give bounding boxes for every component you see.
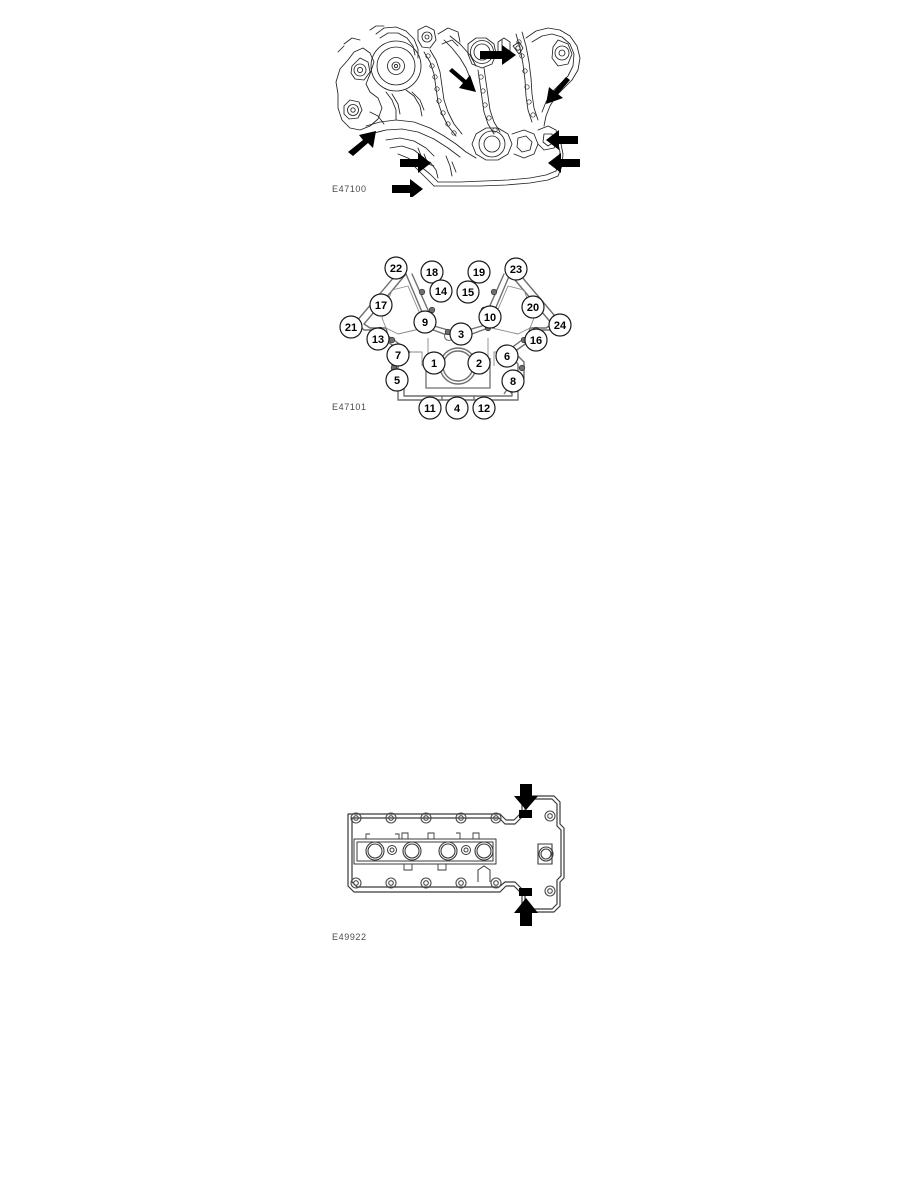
callout-16: 16 <box>524 328 548 352</box>
figure-engine-front-timing-cover <box>330 22 590 197</box>
callout-21: 21 <box>339 315 363 339</box>
callout-label: 20 <box>527 302 539 314</box>
callout-label: 1 <box>431 358 437 370</box>
pointer-arrow-group <box>514 784 538 926</box>
callout-1: 1 <box>422 351 446 375</box>
callout-10: 10 <box>478 305 502 329</box>
callout-label: 22 <box>390 263 402 275</box>
callout-label: 21 <box>345 322 357 334</box>
pointer-arrow-8 <box>392 179 423 197</box>
callout-label: 3 <box>458 329 464 341</box>
callout-label: 18 <box>426 267 438 279</box>
pointer-arrow-bottom <box>514 898 538 926</box>
callout-label: 6 <box>504 351 510 363</box>
figure-caption-e49922: E49922 <box>332 932 367 942</box>
callout-label: 15 <box>462 287 474 299</box>
bolt-sequence-diagram: 22 18 19 23 14 <box>339 256 572 420</box>
callout-3: 3 <box>449 322 473 346</box>
callout-7: 7 <box>386 343 410 367</box>
callout-24: 24 <box>548 313 572 337</box>
callout-19: 19 <box>467 260 491 284</box>
pointer-arrow-6 <box>546 130 578 150</box>
callout-label: 16 <box>530 335 542 347</box>
callout-2: 2 <box>467 351 491 375</box>
figure-caption-e47100: E47100 <box>332 184 367 194</box>
locating-tab-top <box>519 810 532 818</box>
callout-label: 17 <box>375 300 387 312</box>
figure-caption-e47101: E47101 <box>332 402 367 412</box>
callout-13: 13 <box>366 327 390 351</box>
gasket-bolt-hole-group <box>350 810 556 897</box>
callout-label: 19 <box>473 267 485 279</box>
callout-label: 12 <box>478 403 490 415</box>
pointer-arrow-top <box>514 784 538 810</box>
callout-label: 8 <box>510 376 516 388</box>
pointer-arrow-5 <box>400 153 431 173</box>
callout-20: 20 <box>521 295 545 319</box>
figure-timing-cover-bolt-sequence: 22 18 19 23 14 <box>336 248 580 424</box>
callout-22: 22 <box>384 256 408 280</box>
valve-cover-diagram <box>347 784 565 926</box>
callout-label: 23 <box>510 264 522 276</box>
callout-9: 9 <box>413 310 437 334</box>
callout-23: 23 <box>504 257 528 281</box>
locating-tab-bottom <box>519 888 532 896</box>
callout-label: 11 <box>424 403 436 415</box>
callout-14: 14 <box>429 279 453 303</box>
callout-circles: 22 18 19 23 14 <box>339 256 572 420</box>
callout-label: 2 <box>476 358 482 370</box>
pointer-arrow-7 <box>548 153 580 173</box>
callout-5: 5 <box>385 368 409 392</box>
callout-label: 13 <box>372 334 384 346</box>
pointer-arrow-3 <box>546 77 570 104</box>
callout-label: 7 <box>395 350 401 362</box>
callout-18: 18 <box>420 260 444 284</box>
callout-8: 8 <box>501 369 525 393</box>
pointer-arrow-2 <box>449 68 476 92</box>
callout-15: 15 <box>456 280 480 304</box>
callout-label: 4 <box>454 403 461 415</box>
locating-tab-group <box>519 810 532 896</box>
callout-label: 5 <box>394 375 400 387</box>
callout-4: 4 <box>445 396 469 420</box>
figure-valve-cover-gasket <box>338 784 586 926</box>
callout-12: 12 <box>472 396 496 420</box>
callout-label: 24 <box>554 320 567 332</box>
callout-label: 10 <box>484 312 496 324</box>
callout-11: 11 <box>418 396 442 420</box>
callout-6: 6 <box>495 344 519 368</box>
engine-front-diagram <box>335 25 581 197</box>
pointer-arrow-group <box>348 45 580 197</box>
pointer-arrow-4 <box>348 131 376 156</box>
callout-17: 17 <box>369 293 393 317</box>
callout-label: 9 <box>422 317 428 329</box>
pointer-arrow-1 <box>480 45 516 65</box>
callout-label: 14 <box>435 286 448 298</box>
